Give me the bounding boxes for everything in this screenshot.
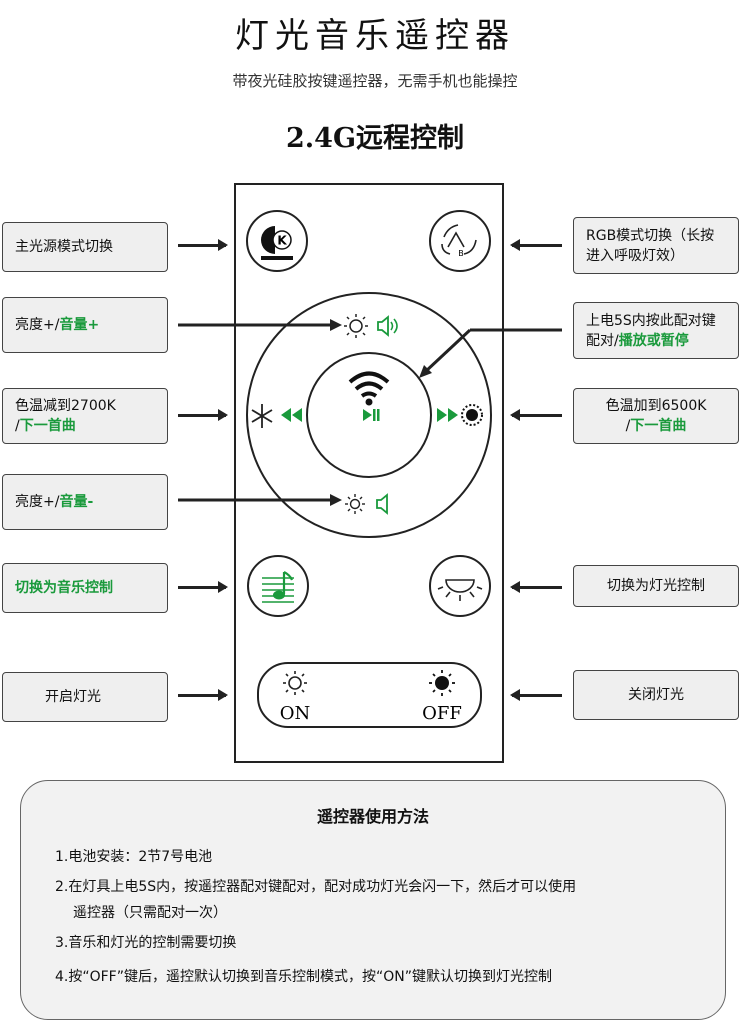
callout-main-light-mode: 主光源模式切换 xyxy=(2,222,168,272)
sun-icon xyxy=(349,319,363,333)
remote-body xyxy=(234,183,504,763)
volume-up-icon xyxy=(377,315,389,337)
main-light-mode-button: K xyxy=(246,210,308,272)
instruction-step-2: 2.在灯具上电5S内，按遥控器配对键配对，配对成功灯光会闪一下，然后才可以使用 xyxy=(55,879,577,895)
center-button xyxy=(306,352,432,478)
arrow-main-light xyxy=(178,239,228,251)
pointer-bright-up xyxy=(178,319,342,331)
on-label: ON xyxy=(280,703,311,724)
arrow-light-mode xyxy=(510,581,562,593)
on-off-bar xyxy=(257,662,482,728)
music-mode-button xyxy=(247,555,309,617)
range-heading: 2.4G远程控制 xyxy=(285,123,465,154)
callout-brightness-up: 亮度+/音量+ xyxy=(2,297,168,353)
volume-down-icon xyxy=(376,493,388,515)
instruction-step-1: 1.电池安装：2节7号电池 xyxy=(55,849,213,865)
callout-light-on: 开启灯光 xyxy=(2,672,168,722)
page-subtitle: 带夜光硅胶按键遥控器，无需手机也能操控 xyxy=(232,72,518,90)
arrow-light-on xyxy=(178,689,228,701)
dpad-ring xyxy=(246,292,492,538)
callout-light-off: 关闭灯光 xyxy=(573,670,739,720)
wifi-icon xyxy=(348,371,390,398)
callout-rgb-mode: RGB模式切换（长按进入呼吸灯效） xyxy=(573,217,739,274)
arrow-light-off xyxy=(510,689,562,701)
moon-icon xyxy=(261,226,275,254)
small-sun-icon xyxy=(349,498,361,510)
instruction-step-3: 3.音乐和灯光的控制需要切换 xyxy=(55,935,237,951)
page-title: 灯光音乐遥控器 xyxy=(235,16,515,56)
arrow-music-mode xyxy=(178,581,228,593)
instruction-step-4: 4.按“OFF”键后，遥控默认切换到音乐控制模式，按“ON”键默认切换到灯光控制 xyxy=(55,969,552,985)
warm-light-icon xyxy=(461,404,483,426)
callout-brightness-down: 亮度+/音量- xyxy=(2,474,168,530)
callout-light-mode: 切换为灯光控制 xyxy=(573,565,739,607)
svg-text:K: K xyxy=(277,234,287,248)
instructions-panel: 遥控器使用方法 1.电池安装：2节7号电池 2.在灯具上电5S内，按遥控器配对键… xyxy=(20,780,726,1020)
on-sun-icon xyxy=(283,671,307,695)
lamp-icon xyxy=(445,579,475,593)
off-label: OFF xyxy=(422,703,462,724)
arrow-rgb-mode xyxy=(510,239,562,251)
brightness-up-icons xyxy=(344,314,398,338)
callout-music-mode: 切换为音乐控制 xyxy=(2,563,168,613)
arrow-temp-up xyxy=(510,409,562,421)
pointer-bright-down xyxy=(178,494,342,506)
callout-temp-down: 色温减到2700K /下一首曲 xyxy=(2,388,168,444)
next-track-icon xyxy=(437,408,458,422)
svg-text:B: B xyxy=(458,249,464,258)
off-sun-icon xyxy=(429,670,455,696)
arrow-temp-down xyxy=(178,409,228,421)
play-pause-icon xyxy=(363,409,380,421)
music-note-icon xyxy=(262,571,294,603)
instruction-step-2-cont: 遥控器（只需配对一次） xyxy=(73,905,227,921)
pointer-pairing xyxy=(419,328,562,378)
instructions-title: 遥控器使用方法 xyxy=(316,807,429,826)
rgb-mode-button: B xyxy=(429,210,491,272)
callout-temp-up: 色温加到6500K /下一首曲 xyxy=(573,388,739,444)
snowflake-icon xyxy=(251,404,273,428)
recycle-icon xyxy=(447,231,465,248)
previous-track-icon xyxy=(281,408,302,422)
brightness-down-icons xyxy=(345,493,388,515)
callout-pairing: 上电5S内按此配对键配对/播放或暂停 xyxy=(573,302,739,359)
light-mode-button xyxy=(429,555,491,617)
